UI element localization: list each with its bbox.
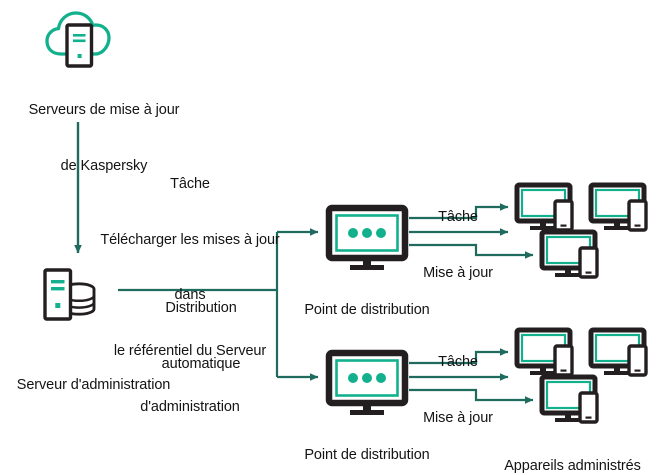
monitor-phone-icon xyxy=(514,327,574,377)
distribution-point-top-label: Point de distribution xyxy=(289,264,445,357)
download-task-label: Tâche Télécharger les mises à jour dans … xyxy=(94,138,286,453)
distribution-point-bottom-label: Point de distribution xyxy=(289,409,445,475)
update-servers-label-line1: Serveurs de mise à jour xyxy=(28,102,180,119)
download-task-line5: d'administration xyxy=(140,398,240,415)
download-task-line4: le référentiel du Serveur xyxy=(113,343,267,360)
monitor-phone-icon xyxy=(514,182,574,232)
update-task-top-label: Tâche Mise à jour xyxy=(399,171,517,319)
monitor-phone-icon xyxy=(588,182,648,232)
automatic-distribution-label: Distribution automatique xyxy=(131,262,271,410)
update-task-bottom-label: Tâche Mise à jour xyxy=(399,316,517,464)
admin-server-label: Serveur d'administration xyxy=(0,339,187,432)
managed-devices-label-line1: Appareils administrés xyxy=(504,458,641,475)
download-task-line3: dans xyxy=(174,287,206,304)
distribution-point-top-label-line1: Point de distribution xyxy=(304,302,430,319)
update-servers-label: Serveurs de mise à jour de Kaspersky xyxy=(0,64,208,212)
edge-dp-top-to-devices xyxy=(409,203,534,259)
monitor-phone-icon xyxy=(539,374,599,424)
automatic-distribution-line1: Distribution xyxy=(165,300,237,317)
monitor-phone-icon xyxy=(588,327,648,377)
monitor-phone-icon xyxy=(539,229,599,279)
edge-dp-bottom-to-devices xyxy=(409,348,534,404)
server-database-icon xyxy=(43,268,96,321)
monitor-dots-icon-top xyxy=(325,204,409,270)
distribution-point-bottom-label-line1: Point de distribution xyxy=(304,447,430,464)
download-task-heading: Tâche xyxy=(170,176,210,193)
update-task-bottom-heading: Tâche xyxy=(438,354,478,371)
managed-devices-label: Appareils administrés (plus de 300) xyxy=(485,420,660,475)
update-task-top-heading: Tâche xyxy=(438,209,478,226)
update-task-bottom-line2: Mise à jour xyxy=(423,409,493,426)
managed-device-group-top xyxy=(514,182,648,279)
download-task-line2: Télécharger les mises à jour xyxy=(100,231,280,248)
edge-admin-server-to-branch xyxy=(118,228,319,381)
update-task-top-line2: Mise à jour xyxy=(423,264,493,281)
monitor-dots-icon-bottom xyxy=(325,349,409,415)
cloud-server-icon xyxy=(45,11,111,68)
admin-server-label-line1: Serveur d'administration xyxy=(16,377,171,394)
managed-device-group-bottom xyxy=(514,327,648,424)
update-servers-label-line2: de Kaspersky xyxy=(60,157,148,174)
automatic-distribution-line2: automatique xyxy=(161,355,241,372)
